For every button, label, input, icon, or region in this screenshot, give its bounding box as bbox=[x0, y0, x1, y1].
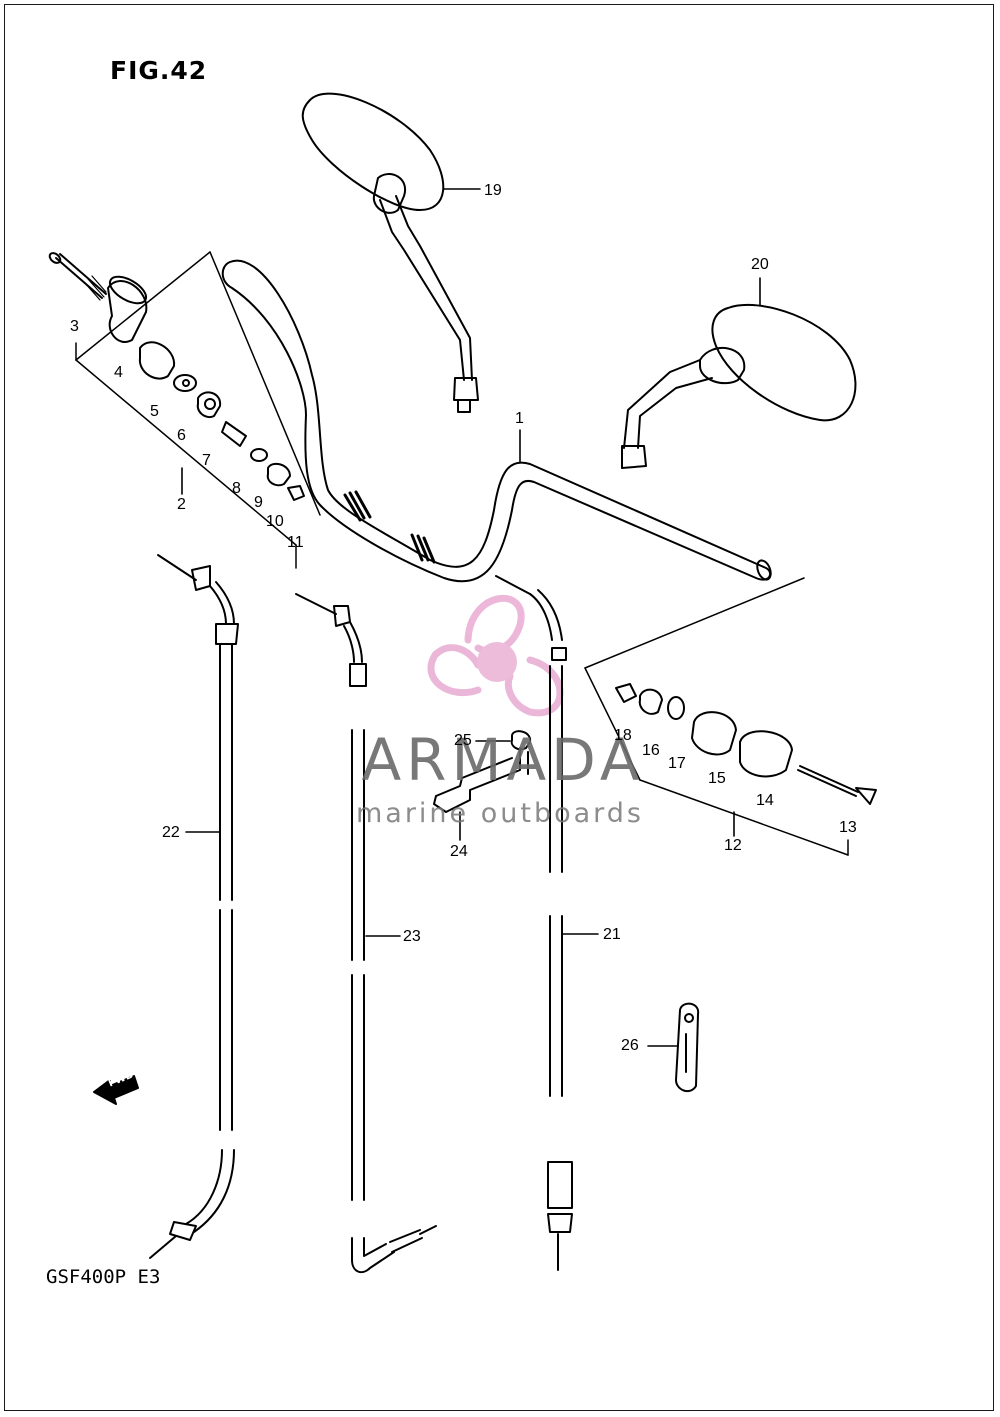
callout-26: 26 bbox=[621, 1037, 639, 1054]
callout-11: 11 bbox=[287, 534, 304, 551]
callout-2: 2 bbox=[177, 496, 186, 513]
callout-24: 24 bbox=[450, 843, 468, 860]
bracket-26-part bbox=[675, 1002, 700, 1093]
mirror-left-part bbox=[301, 92, 479, 413]
callout-25: 25 bbox=[454, 732, 472, 749]
callout-23: 23 bbox=[403, 928, 421, 945]
forward-arrow-icon bbox=[93, 1075, 139, 1105]
callout-leader-lines bbox=[181, 188, 761, 1047]
cable-21-part bbox=[495, 575, 573, 1271]
page-border bbox=[4, 4, 994, 1411]
handlebar-part bbox=[221, 259, 772, 583]
callout-7: 7 bbox=[202, 452, 211, 469]
callout-16: 16 bbox=[642, 742, 660, 759]
callout-18: 18 bbox=[614, 727, 632, 744]
callout-21: 21 bbox=[603, 926, 621, 943]
callout-4: 4 bbox=[114, 364, 123, 381]
watermark-brand: ARMADA bbox=[361, 726, 645, 794]
cable-22-part bbox=[149, 554, 239, 1259]
right-assembly-bracket bbox=[584, 577, 849, 856]
callout-3: 3 bbox=[70, 318, 79, 335]
callout-8: 8 bbox=[232, 480, 241, 497]
left-grip-parts bbox=[48, 252, 305, 501]
figure-title: FIG.42 bbox=[110, 56, 208, 85]
left-assembly-bracket bbox=[75, 251, 321, 569]
callout-1: 1 bbox=[515, 410, 524, 427]
mirror-right-part bbox=[621, 303, 857, 469]
callout-22: 22 bbox=[162, 824, 180, 841]
callout-6: 6 bbox=[177, 427, 186, 444]
callout-14: 14 bbox=[756, 792, 774, 809]
callout-17: 17 bbox=[668, 755, 686, 772]
watermark-propeller-icon bbox=[427, 594, 564, 717]
cable-23-part bbox=[295, 593, 437, 1274]
callout-10: 10 bbox=[266, 513, 284, 530]
callout-19: 19 bbox=[484, 182, 502, 199]
callout-20: 20 bbox=[751, 256, 769, 273]
callout-9: 9 bbox=[254, 494, 263, 511]
model-code: GSF400P E3 bbox=[46, 1266, 161, 1288]
callout-15: 15 bbox=[708, 770, 726, 787]
callout-12: 12 bbox=[724, 837, 742, 854]
callout-13: 13 bbox=[839, 819, 857, 836]
callout-5: 5 bbox=[150, 403, 159, 420]
watermark-tagline: marine outboards bbox=[355, 798, 644, 829]
cable-clamp-part bbox=[433, 730, 532, 813]
right-grip-parts bbox=[615, 683, 877, 805]
